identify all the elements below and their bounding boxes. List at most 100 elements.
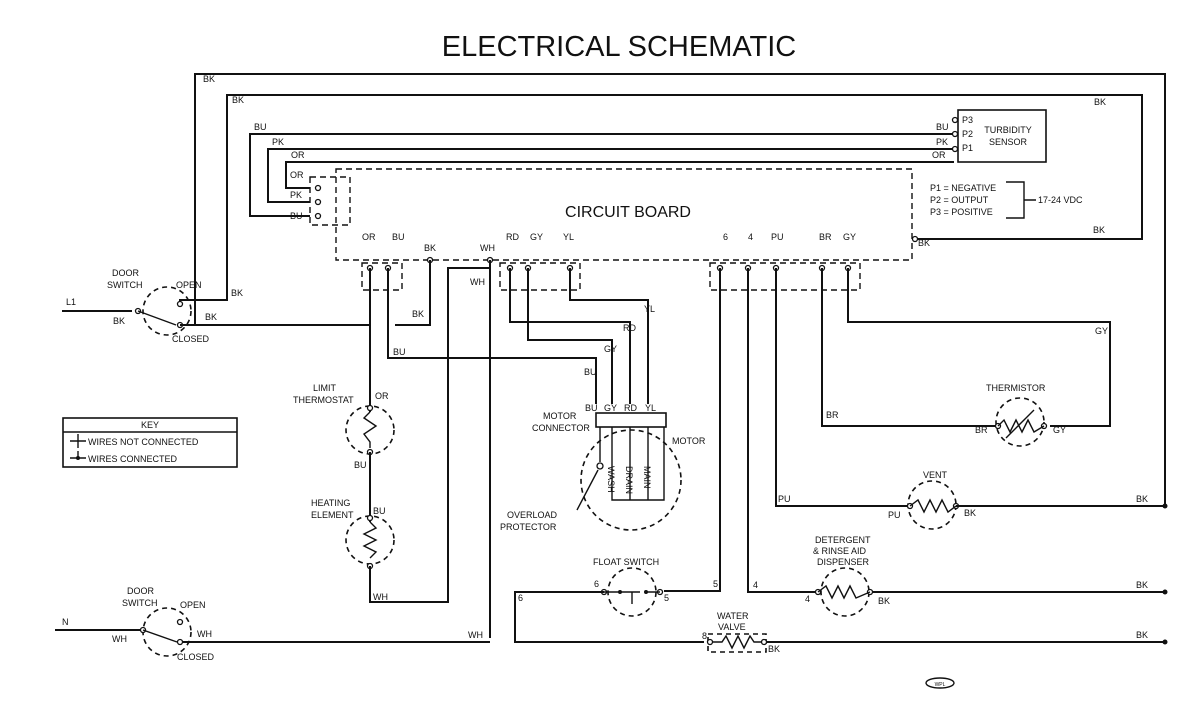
wire-bu-motor [387, 268, 597, 404]
wire-6-float [514, 591, 704, 643]
winding-label: DRAIN [624, 466, 634, 494]
wire-label: BK [1136, 580, 1148, 590]
door-switch-2-closed: CLOSED [177, 652, 215, 662]
heating-element-label: HEATING [311, 498, 350, 508]
wire-label: 4 [753, 580, 758, 590]
wire-label: RD [623, 323, 636, 333]
wire-gy-thermistor [847, 268, 1111, 427]
wire-pu-vent [775, 268, 910, 507]
vent-label: VENT [923, 470, 948, 480]
water-valve-label: VALVE [718, 622, 746, 632]
pin-legend: P1 = NEGATIVE [930, 183, 996, 193]
motor [580, 429, 682, 531]
wire-5-float [664, 268, 721, 592]
board-top-label: BK [424, 243, 436, 253]
board-left-label: BU [290, 211, 303, 221]
heating-element-label: ELEMENT [311, 510, 354, 520]
winding-label: WASH [606, 466, 616, 493]
door-switch-2-open: OPEN [180, 600, 206, 610]
schematic-title: ELECTRICAL SCHEMATIC [442, 31, 797, 63]
wire-yl-motor [569, 268, 649, 404]
wire-label: PU [888, 510, 901, 520]
wire-label: BU [373, 506, 386, 516]
motor-connector-pin: RD [624, 403, 637, 413]
wire-4-dispenser [747, 268, 816, 593]
door-switch-1-closed: CLOSED [172, 334, 210, 344]
wire-label: BK [232, 95, 244, 105]
wire-label: BK [1136, 630, 1148, 640]
limit-thermostat-label: LIMIT [313, 383, 337, 393]
sensor-pin: P1 [962, 143, 973, 153]
key-not-connected-icon [70, 434, 86, 448]
board-top-label: RD [506, 232, 519, 242]
sensor-pin: P2 [962, 129, 973, 139]
logo-stamp [925, 677, 955, 689]
wire-label: WH [197, 629, 212, 639]
motor-connector-label: CONNECTOR [532, 423, 590, 433]
pin-legend: P3 = POSITIVE [930, 207, 993, 217]
wire-label: BU [936, 122, 949, 132]
dispenser-label: & RINSE AID [813, 546, 867, 556]
dispenser-label: DETERGENT [815, 535, 871, 545]
overload-protector-label: OVERLOAD [507, 510, 558, 520]
wire-gy-motor [527, 268, 613, 404]
wire-label: 4 [805, 594, 810, 604]
winding-label: MAIN [642, 466, 652, 489]
board-top-label: 6 [723, 232, 728, 242]
thermistor-label: THERMISTOR [986, 383, 1046, 393]
wire-label: GY [1053, 425, 1066, 435]
heating-element [345, 515, 395, 565]
wire-label: BU [584, 367, 597, 377]
wire-label: BK [113, 316, 125, 326]
wire-bk-outer [194, 73, 1166, 508]
vdc-label: 17-24 VDC [1038, 195, 1083, 205]
wire-label: BU [254, 122, 267, 132]
dispenser-label: DISPENSER [817, 557, 870, 567]
wire-label: OR [291, 150, 305, 160]
board-bottom-connector-2 [499, 262, 581, 291]
wire-bk-inner [179, 94, 1143, 304]
motor-connector-pin: YL [645, 403, 656, 413]
wire-bk-board [395, 260, 431, 326]
water-valve-label: WATER [717, 611, 749, 621]
wire-label: OR [932, 150, 946, 160]
wire-label: PK [272, 137, 284, 147]
door-switch-1-label: DOOR [112, 268, 140, 278]
turbidity-sensor-label-2: SENSOR [989, 137, 1028, 147]
wire-label: BK [205, 312, 217, 322]
wire-label: BK [1093, 225, 1105, 235]
board-top-label: 4 [748, 232, 753, 242]
sensor-pin: P3 [962, 115, 973, 125]
board-top-label: YL [563, 232, 574, 242]
motor-connector-pin: GY [604, 403, 617, 413]
wire-label: WH [112, 634, 127, 644]
key-box [62, 417, 238, 468]
wire-label: OR [375, 391, 389, 401]
motor-connector-pin: BU [585, 403, 598, 413]
wire-label: 6 [518, 593, 523, 603]
door-switch-2-label: SWITCH [122, 598, 158, 608]
dispenser [820, 567, 870, 617]
motor-label: MOTOR [672, 436, 706, 446]
board-top-label: PU [771, 232, 784, 242]
wire-label: GY [1095, 326, 1108, 336]
wire-label: WH [470, 277, 485, 287]
wire-label: BU [354, 460, 367, 470]
wire-label: BK [878, 596, 890, 606]
wire-label: BR [826, 410, 839, 420]
key-title: KEY [141, 420, 159, 430]
wire-label: BK [964, 508, 976, 518]
board-top-label: GY [530, 232, 543, 242]
motor-connector-label: MOTOR [543, 411, 577, 421]
thermistor [995, 397, 1045, 447]
pin-legend: P2 = OUTPUT [930, 195, 989, 205]
wire-label: BU [393, 347, 406, 357]
wire-label: BR [975, 425, 988, 435]
float-switch-label: FLOAT SWITCH [593, 557, 659, 567]
legend-bracket [1006, 181, 1036, 219]
turbidity-sensor-label-1: TURBIDITY [984, 125, 1032, 135]
line-n-label: N [62, 617, 69, 627]
limit-thermostat-label: THERMOSTAT [293, 395, 354, 405]
board-left-label: PK [290, 190, 302, 200]
